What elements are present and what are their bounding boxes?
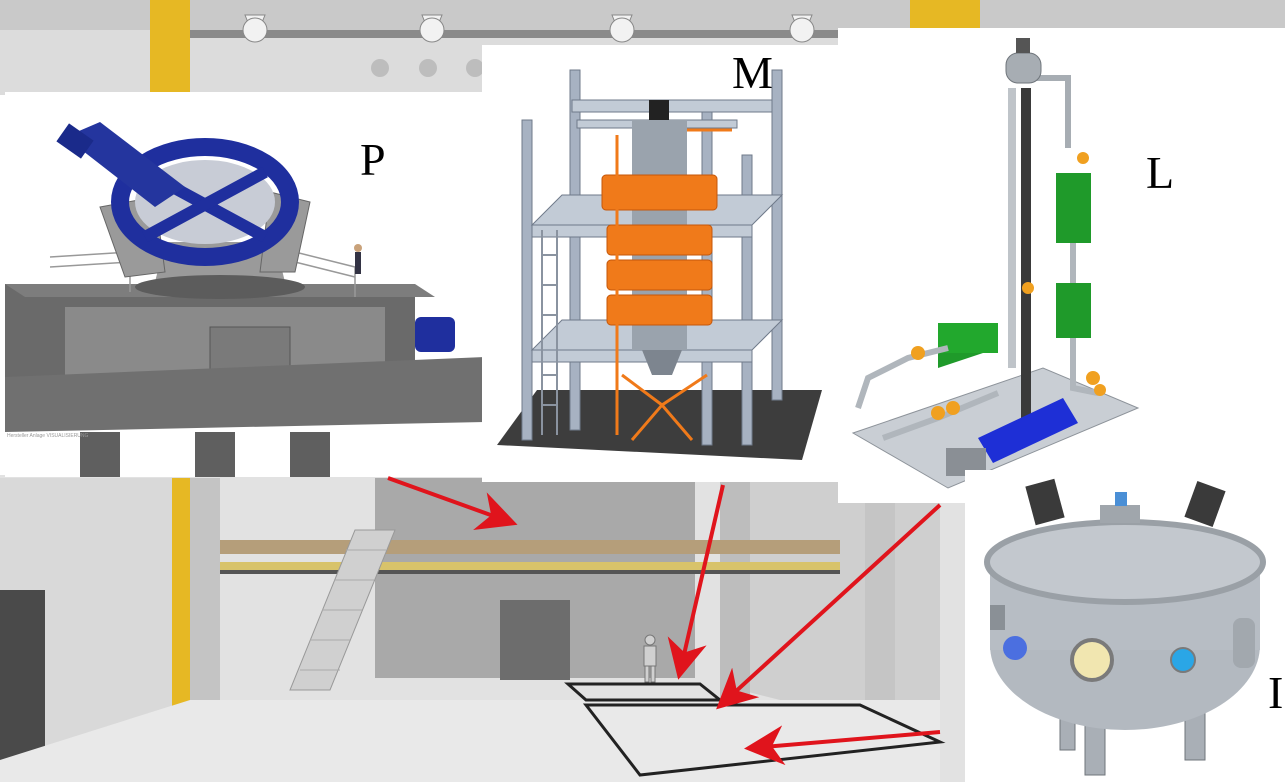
label-i: I (1268, 667, 1284, 718)
p-caption: Hersteller Anlage VISUALISIERUNG (7, 433, 89, 439)
panel-l-piping: L (838, 28, 1285, 503)
label-m: M (732, 47, 773, 98)
label-p: P (360, 134, 386, 185)
panel-p-mount: Hersteller Anlage VISUALISIERUNG P (5, 92, 485, 477)
label-l: L (1146, 147, 1175, 198)
panel-m-frame: M (482, 45, 839, 482)
panel-i-vessel: I (965, 470, 1285, 782)
